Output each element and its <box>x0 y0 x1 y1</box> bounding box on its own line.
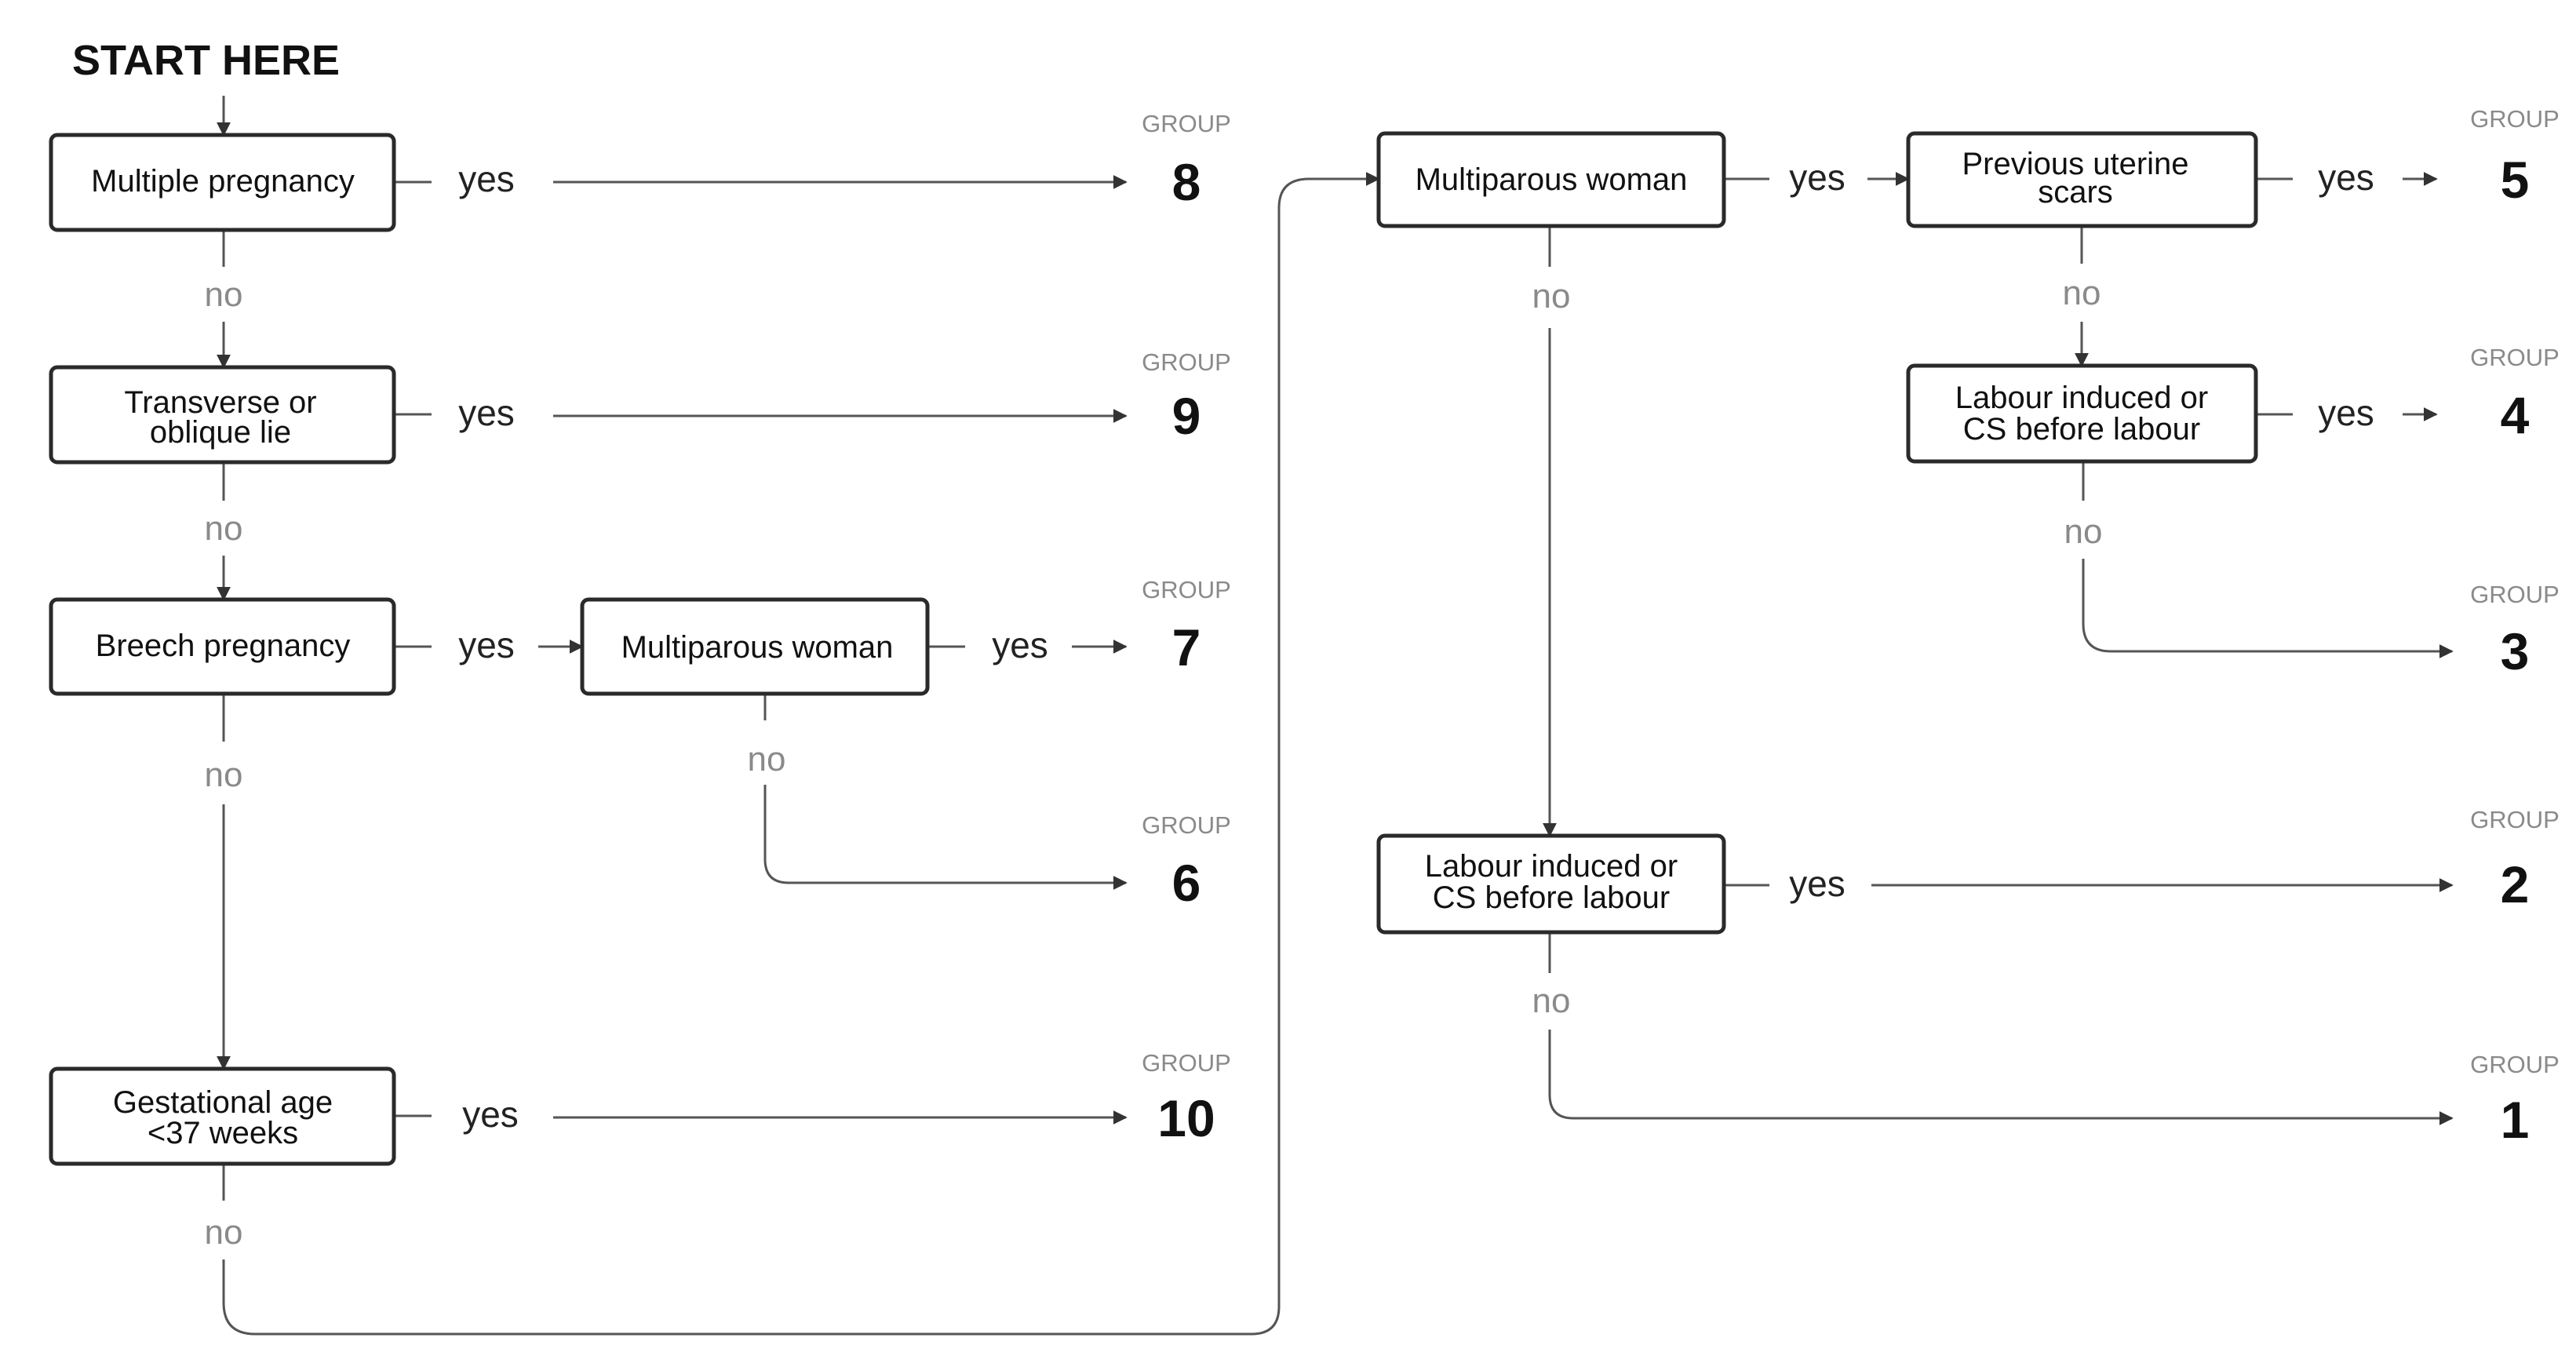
group-heading: GROUP <box>1142 348 1231 376</box>
box-frame <box>1906 363 2258 464</box>
group-2: GROUP 2 <box>2470 806 2560 913</box>
box-label-line-1: Gestational age <box>113 1085 333 1120</box>
start-here-title: START HERE <box>72 37 340 84</box>
no-label: no <box>1532 982 1571 1020</box>
group-heading: GROUP <box>2470 1051 2560 1078</box>
yes-label: yes <box>992 625 1048 665</box>
yes-label: yes <box>1789 863 1845 904</box>
box-frame <box>49 1066 396 1166</box>
no-label: no <box>748 740 786 778</box>
group-number: 6 <box>1172 854 1201 912</box>
box-frame <box>1376 131 1726 228</box>
box-previous-uterine-scars: Previous uterine scars <box>1906 131 2258 228</box>
box-label: Multiparous woman <box>1416 162 1688 197</box>
group-5: GROUP 5 <box>2470 105 2560 209</box>
group-heading: GROUP <box>1142 576 1231 603</box>
yes-label: yes <box>458 625 515 665</box>
group-number: 4 <box>2501 386 2530 444</box>
box-label-line-2: oblique lie <box>150 415 291 450</box>
box-label: Multiple pregnancy <box>91 164 355 199</box>
group-3: GROUP 3 <box>2470 581 2560 680</box>
group-number: 2 <box>2501 855 2530 913</box>
group-heading: GROUP <box>1142 110 1231 137</box>
yes-label: yes <box>462 1094 519 1135</box>
group-heading: GROUP <box>1142 811 1231 839</box>
no-label: no <box>2063 274 2101 312</box>
box-frame <box>49 365 396 465</box>
box-label-line-2: CS before labour <box>1963 412 2200 447</box>
arrow-to-multiparous-woman <box>222 172 1380 1336</box>
group-number: 10 <box>1157 1089 1215 1147</box>
no-labels: no no no no no no no no no <box>205 274 2103 1252</box>
group-1: GROUP 1 <box>2470 1051 2560 1149</box>
yes-label: yes <box>458 392 515 433</box>
box-multiparous-woman: Multiparous woman <box>1376 131 1726 228</box>
no-label: no <box>2064 512 2103 551</box>
group-heading: GROUP <box>2470 105 2560 133</box>
arrow-to-group-3 <box>2082 559 2454 658</box>
box-label-line-2: scars <box>2038 175 2113 210</box>
box-transverse-lie: Transverse or oblique lie <box>49 365 396 465</box>
box-breech-pregnancy: Breech pregnancy <box>49 597 396 696</box>
box-label: Breech pregnancy <box>96 629 351 663</box>
yes-labels: yes yes yes yes yes yes yes yes yes <box>458 157 2374 1135</box>
yes-label: yes <box>1789 157 1845 198</box>
box-label-line-1: Transverse or <box>124 385 316 420</box>
box-gestational-age: Gestational age <37 weeks <box>49 1066 396 1166</box>
group-heading: GROUP <box>1142 1049 1231 1077</box>
arrow-to-group-1 <box>1548 1030 2454 1125</box>
yes-label: yes <box>458 159 515 199</box>
box-labour-induced-nulliparous: Labour induced or CS before labour <box>1376 833 1726 935</box>
group-9: GROUP 9 <box>1142 348 1231 445</box>
box-labour-induced-multiparous: Labour induced or CS before labour <box>1906 363 2258 464</box>
group-number: 3 <box>2501 622 2530 680</box>
box-label-line-2: <37 weeks <box>148 1116 298 1150</box>
no-label: no <box>205 509 243 548</box>
box-label-line-2: CS before labour <box>1433 880 1670 915</box>
box-frame <box>1376 833 1726 935</box>
connectors <box>217 96 2454 1336</box>
group-6: GROUP 6 <box>1142 811 1231 912</box>
group-heading: GROUP <box>2470 806 2560 833</box>
box-breech-multiparous-woman: Multiparous woman <box>580 597 930 696</box>
group-number: 7 <box>1172 618 1201 676</box>
no-label: no <box>205 1213 243 1252</box>
yes-label: yes <box>2318 392 2374 433</box>
group-10: GROUP 10 <box>1142 1049 1231 1147</box>
yes-label: yes <box>2318 157 2374 198</box>
group-number: 1 <box>2501 1091 2530 1149</box>
box-frame <box>1906 131 2258 228</box>
box-frame <box>49 597 396 696</box>
no-label: no <box>205 756 243 794</box>
group-number: 5 <box>2501 151 2530 209</box>
group-8: GROUP 8 <box>1142 110 1231 211</box>
box-label-line-1: Previous uterine <box>1962 147 2188 181</box>
group-heading: GROUP <box>2470 344 2560 371</box>
arrow-to-group-6 <box>763 785 1128 890</box>
box-label: Multiparous woman <box>621 630 894 665</box>
box-multiple-pregnancy: Multiple pregnancy <box>49 133 396 232</box>
group-number: 8 <box>1172 153 1201 211</box>
box-frame <box>580 597 930 696</box>
box-label-line-1: Labour induced or <box>1955 381 2208 415</box>
box-label-line-1: Labour induced or <box>1425 849 1678 884</box>
group-4: GROUP 4 <box>2470 344 2560 444</box>
group-heading: GROUP <box>2470 581 2560 608</box>
group-7: GROUP 7 <box>1142 576 1231 676</box>
no-label: no <box>205 275 243 314</box>
no-label: no <box>1532 277 1571 315</box>
group-number: 9 <box>1172 387 1201 445</box>
box-frame <box>49 133 396 232</box>
